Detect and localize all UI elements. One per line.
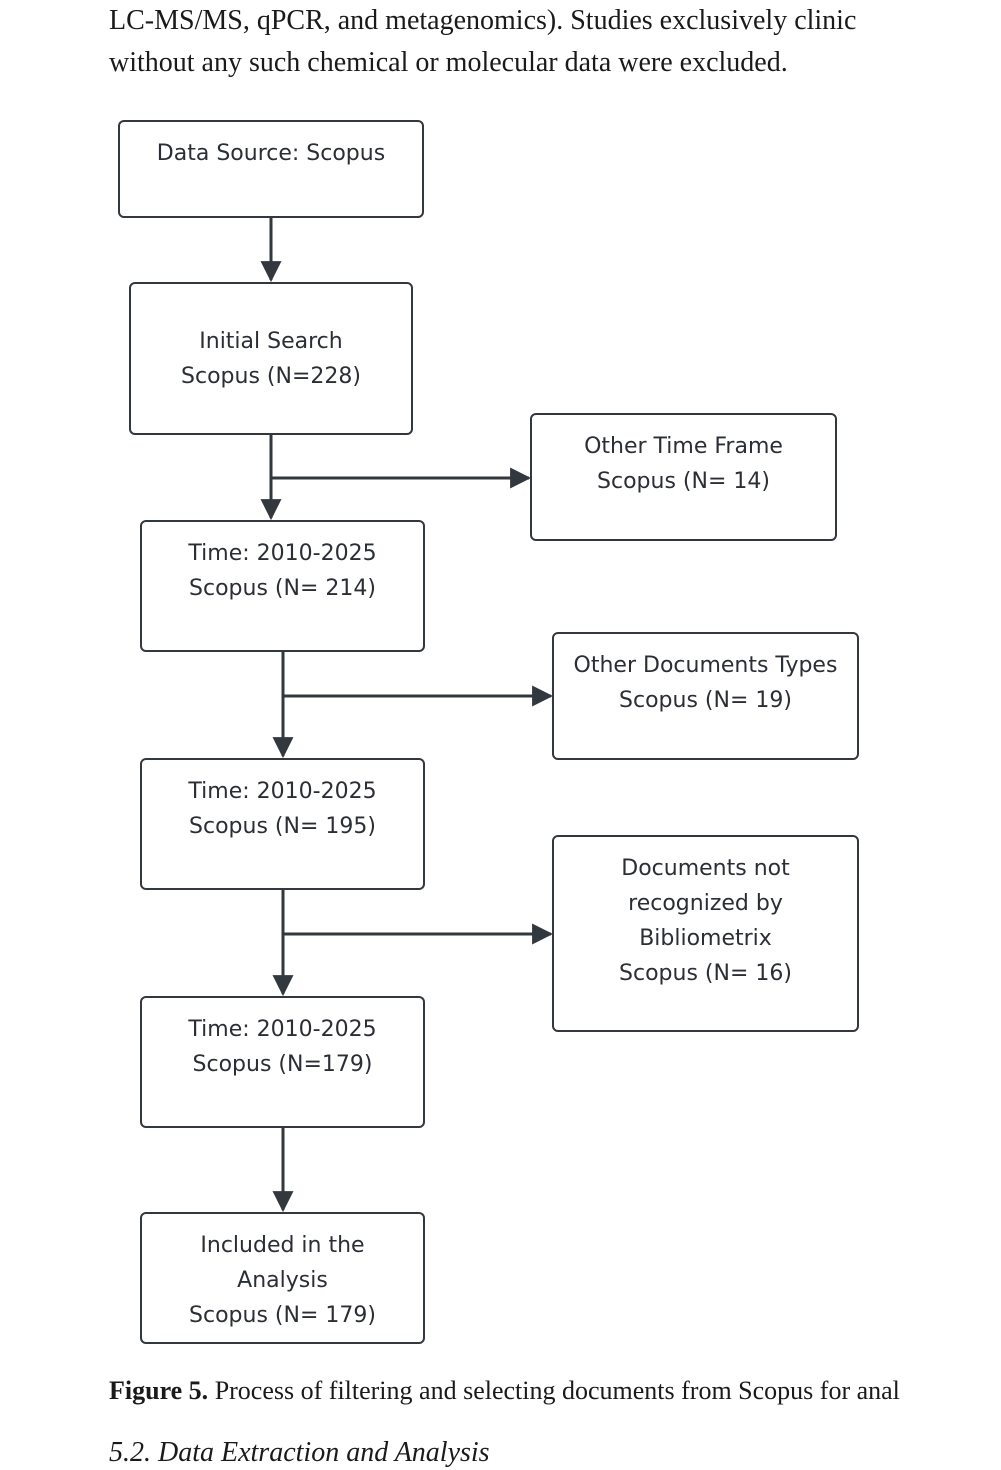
box-other-document-types: Other Documents Types Scopus (N= 19) [552, 632, 859, 760]
box-time3-line-1: Time: 2010-2025 [188, 1017, 377, 1042]
box-bibliometrix-line-1: Documents not [621, 856, 790, 881]
box-other-time-frame: Other Time Frame Scopus (N= 14) [530, 413, 837, 541]
box-time3-line-2: Scopus (N=179) [192, 1052, 373, 1077]
box-time1-line-2: Scopus (N= 214) [189, 576, 376, 601]
body-text-line-1: LC-MS/MS, qPCR, and metagenomics). Studi… [109, 5, 857, 36]
box-bibliometrix-line-2: recognized by [628, 891, 783, 916]
subsection-heading: 5.2. Data Extraction and Analysis [109, 1437, 490, 1468]
box-time-3: Time: 2010-2025 Scopus (N=179) [140, 996, 425, 1128]
box-data-source: Data Source: Scopus [118, 120, 424, 218]
box-initial-search: Initial Search Scopus (N=228) [129, 282, 413, 435]
box-doctypes-line-2: Scopus (N= 19) [619, 688, 792, 713]
box-initial-line-2: Scopus (N=228) [181, 363, 361, 389]
box-initial-line-1: Initial Search [199, 328, 343, 354]
box-included-line-1: Included in the [200, 1233, 365, 1258]
box-bibliometrix-line-3: Bibliometrix [639, 926, 772, 951]
box-timeframe-line-1: Other Time Frame [584, 434, 783, 459]
box-bibliometrix-line-4: Scopus (N= 16) [619, 961, 792, 986]
box-time2-line-2: Scopus (N= 195) [189, 814, 376, 839]
box-included-in-analysis: Included in the Analysis Scopus (N= 179) [140, 1212, 425, 1344]
box-time2-line-1: Time: 2010-2025 [188, 779, 377, 804]
box-time-2: Time: 2010-2025 Scopus (N= 195) [140, 758, 425, 890]
figure-caption-text: Process of filtering and selecting docum… [208, 1376, 900, 1405]
box-time1-line-1: Time: 2010-2025 [188, 541, 377, 566]
box-time-1: Time: 2010-2025 Scopus (N= 214) [140, 520, 425, 652]
figure-caption-label: Figure 5. [109, 1376, 209, 1405]
box-not-recognized-bibliometrix: Documents not recognized by Bibliometrix… [552, 835, 859, 1032]
box-doctypes-line-1: Other Documents Types [573, 653, 838, 678]
body-text-line-2: without any such chemical or molecular d… [109, 47, 788, 78]
box-timeframe-line-2: Scopus (N= 14) [597, 469, 770, 494]
box-included-line-2: Analysis [237, 1268, 328, 1293]
box-included-line-3: Scopus (N= 179) [189, 1303, 376, 1328]
figure-caption: Figure 5. Process of filtering and selec… [109, 1374, 900, 1408]
box-data-source-label: Data Source: Scopus [156, 141, 386, 166]
